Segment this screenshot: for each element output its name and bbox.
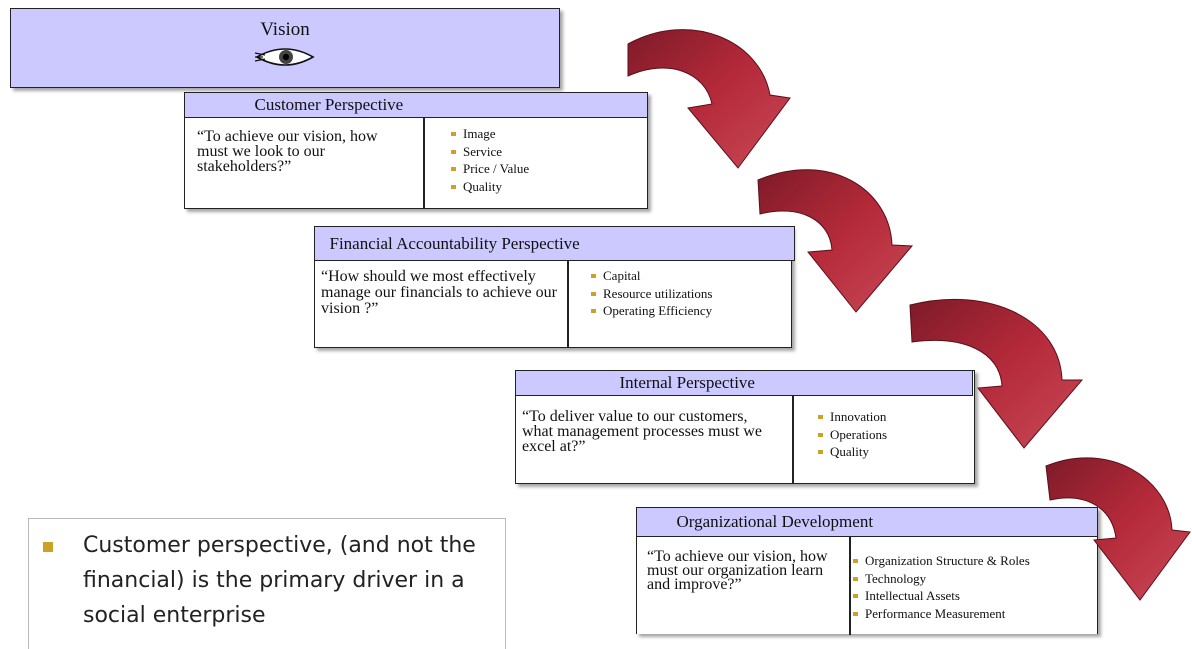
card-divider: [849, 536, 851, 635]
eye-icon: [254, 48, 315, 66]
list-item: Price / Value: [449, 160, 529, 178]
organizational-items: Organization Structure & Roles Technolog…: [851, 552, 1030, 622]
customer-items: Image Service Price / Value Quality: [449, 125, 529, 195]
customer-perspective-card: Customer Perspective “To achieve our vis…: [183, 91, 648, 209]
list-item: Quality: [816, 443, 887, 461]
list-item: Innovation: [816, 408, 887, 426]
bullet-icon: [43, 542, 53, 552]
organizational-question: “To achieve our vision, how must our org…: [647, 548, 828, 593]
customer-perspective-header: Customer Perspective: [183, 91, 648, 118]
financial-perspective-header: Financial Accountability Perspective: [313, 225, 795, 261]
financial-question: “How should we most effectively manage o…: [321, 268, 557, 317]
list-item: Technology: [851, 570, 1030, 588]
list-item: Quality: [449, 178, 529, 196]
list-item: Operations: [816, 426, 887, 444]
financial-items: Capital Resource utilizations Operating …: [589, 267, 712, 320]
list-item: Performance Measurement: [851, 605, 1030, 623]
financial-perspective-card: Financial Accountability Perspective “Ho…: [313, 225, 795, 348]
vision-box: Vision: [10, 8, 560, 88]
internal-items: Innovation Operations Quality: [816, 408, 887, 461]
organizational-development-card: Organizational Development “To achieve o…: [635, 506, 1098, 635]
card-divider: [423, 117, 425, 209]
list-item: Operating Efficiency: [589, 302, 712, 320]
list-item: Image: [449, 125, 529, 143]
organizational-development-header: Organizational Development: [635, 506, 1098, 537]
card-divider: [567, 260, 569, 348]
customer-question: “To achieve our vision, how must we look…: [197, 128, 378, 175]
internal-question: “To deliver value to our customers, what…: [522, 408, 762, 455]
vision-title: Vision: [260, 19, 310, 40]
note-text: Customer perspective, (and not the finan…: [83, 533, 476, 628]
list-item: Service: [449, 143, 529, 161]
curved-arrow-icon: [627, 29, 791, 169]
list-item: Organization Structure & Roles: [851, 552, 1030, 570]
list-item: Intellectual Assets: [851, 587, 1030, 605]
list-item: Resource utilizations: [589, 285, 712, 303]
note-box: Customer perspective, (and not the finan…: [28, 518, 506, 649]
internal-perspective-card: Internal Perspective “To deliver value t…: [514, 369, 975, 484]
card-divider: [792, 395, 794, 484]
internal-perspective-header: Internal Perspective: [514, 369, 973, 396]
list-item: Capital: [589, 267, 712, 285]
